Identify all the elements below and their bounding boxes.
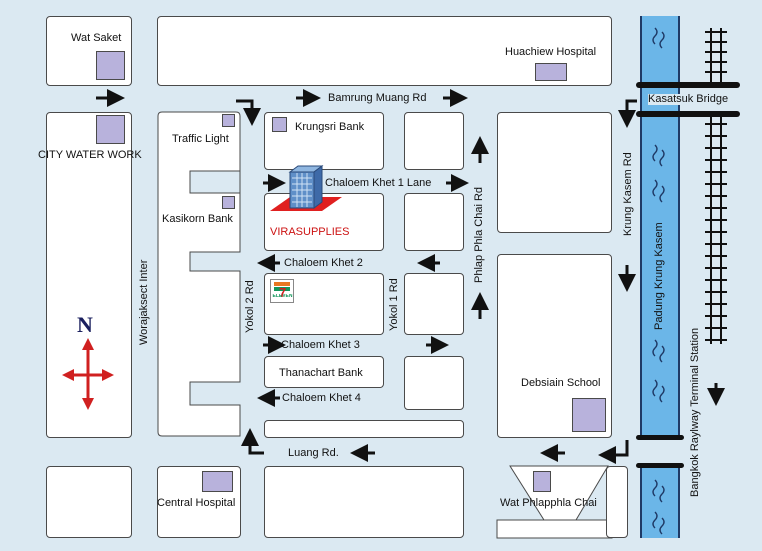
label-thanachart-bank: Thanachart Bank: [279, 367, 363, 379]
block-mid-4: [404, 356, 464, 410]
bridge-bottom-1: [636, 435, 684, 440]
block-thanachart: [264, 356, 384, 388]
label-kasatsuk-bridge: Kasatsuk Bridge: [648, 93, 729, 105]
river-south: [640, 466, 680, 538]
traffic-light-building: [222, 114, 235, 127]
block-east-1: [497, 112, 612, 233]
label-huachiew-hospital: Huachiew Hospital: [505, 46, 597, 58]
wat-saket-building: [96, 51, 125, 80]
label-debsiain-school: Debsiain School: [521, 377, 601, 389]
central-hospital-building: [202, 471, 233, 492]
label-traffic-light: Traffic Light: [172, 133, 229, 145]
block-south-small: [264, 420, 464, 438]
label-chaloem-khet-4: Chaloem Khet 4: [282, 392, 361, 404]
bridge-top: [636, 82, 740, 88]
label-wat-phlapphla-chai: Wat Phlapphla Chai: [500, 497, 597, 509]
label-chaloem-khet-2: Chaloem Khet 2: [284, 257, 363, 269]
label-bamrung-muang-rd: Bamrung Muang Rd: [328, 92, 427, 104]
debsiain-building: [572, 398, 606, 432]
city-water-building: [96, 115, 125, 144]
label-wat-saket: Wat Saket: [71, 32, 122, 44]
krungsri-building: [272, 117, 287, 132]
block-city-water-work: [46, 112, 132, 438]
label-chaloem-khet-3: Chaloem Khet 3: [281, 339, 360, 351]
huachiew-building: [535, 63, 567, 81]
bridge-kasatsuk: [636, 111, 740, 117]
block-bottom-3: [264, 466, 464, 538]
block-bottom-1: [46, 466, 132, 538]
label-krungsri-bank: Krungsri Bank: [295, 121, 365, 133]
label-central-hospital: Central Hospital: [157, 497, 236, 509]
label-city-water-work: CITY WATER WORK: [38, 149, 142, 161]
block-mid-2: [404, 193, 464, 251]
label-kasikorn-bank: Kasikorn Bank: [162, 213, 233, 225]
label-virasupplies: VIRASUPPLIES: [270, 226, 350, 238]
block-mid-3: [404, 273, 464, 335]
block-mid-1: [404, 112, 464, 170]
compass-north-label: N: [77, 312, 93, 337]
wat-phlapphla-building: [533, 471, 551, 492]
label-chaloem-khet-1-lane: Chaloem Khet 1 Lane: [325, 177, 432, 189]
kasikorn-building: [222, 196, 235, 209]
label-luang-rd: Luang Rd.: [288, 447, 339, 459]
bridge-bottom-2: [636, 463, 684, 468]
seven-eleven-logo-icon: 7 ELEVEN: [270, 279, 294, 303]
block-bottom-right: [606, 466, 628, 538]
